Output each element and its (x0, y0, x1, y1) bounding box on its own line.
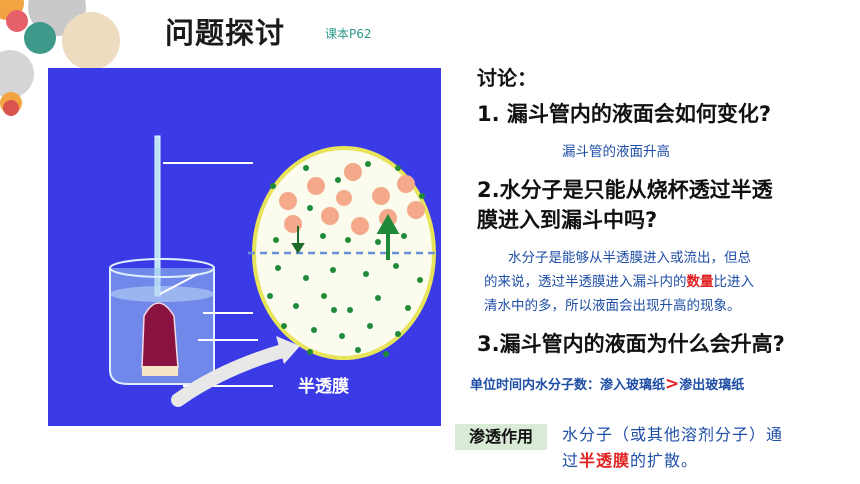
pointer-lines (159, 162, 273, 387)
answer-2-line-3: 清水中的多，所以液面会出现升高的现象。 (484, 298, 741, 314)
membrane-label: 半透膜 (298, 377, 349, 397)
question-2-line-1: 2.水分子是只能从烧杯透过半透 (477, 178, 773, 202)
textbook-reference: 课本P62 (325, 27, 372, 41)
funnel (141, 302, 179, 376)
greater-than-sign: > (665, 374, 680, 394)
osmosis-tag: 渗透作用 (455, 424, 547, 450)
answer-2-text-a: 的来说，透过半透膜进入漏斗内的 (484, 274, 687, 290)
definition-text-b: 的扩散。 (630, 451, 699, 470)
answer-2-emphasis: 数量 (686, 274, 714, 290)
answer-3-text-a: 单位时间内水分子数：渗入玻璃纸 (470, 378, 666, 393)
osmosis-figure (48, 68, 441, 426)
decor-circle-teal (24, 22, 56, 54)
small-down-arrow (291, 226, 305, 254)
osmosis-definition: 水分子（或其他溶剂分子）通 过半透膜的扩散。 (562, 422, 847, 474)
page-title: 问题探讨 (165, 16, 286, 50)
discussion-heading: 讨论： (477, 66, 537, 90)
answer-2-line-2: 的来说，透过半透膜进入漏斗内的数量比进入 (484, 270, 754, 294)
answer-3: 单位时间内水分子数：渗入玻璃纸>渗出玻璃纸 (470, 372, 744, 398)
decor-circle-red-2 (3, 100, 19, 116)
answer-1: 漏斗管的液面升高 (562, 144, 670, 160)
curved-arrow (171, 343, 293, 407)
definition-line-2: 过半透膜的扩散。 (562, 448, 847, 474)
decor-circle-lightgrey (0, 50, 34, 98)
question-2-line-2: 膜进入到漏斗中吗? (477, 208, 658, 232)
decor-circle-beige (62, 12, 120, 70)
answer-3-text-b: 渗出玻璃纸 (679, 378, 745, 393)
large-up-arrow (376, 213, 400, 260)
question-3: 3.漏斗管内的液面为什么会升高? (477, 332, 785, 356)
answer-2-text-b: 比进入 (713, 274, 755, 290)
decor-circle-red (6, 10, 28, 32)
definition-line-1: 水分子（或其他溶剂分子）通 (562, 425, 784, 444)
definition-text-a: 过 (562, 451, 580, 470)
definition-emphasis: 半透膜 (579, 451, 631, 470)
question-1: 1. 漏斗管内的液面会如何变化? (477, 102, 772, 126)
answer-2-line-1: 水分子是能够从半透膜进入或流出，但总 (508, 250, 751, 266)
